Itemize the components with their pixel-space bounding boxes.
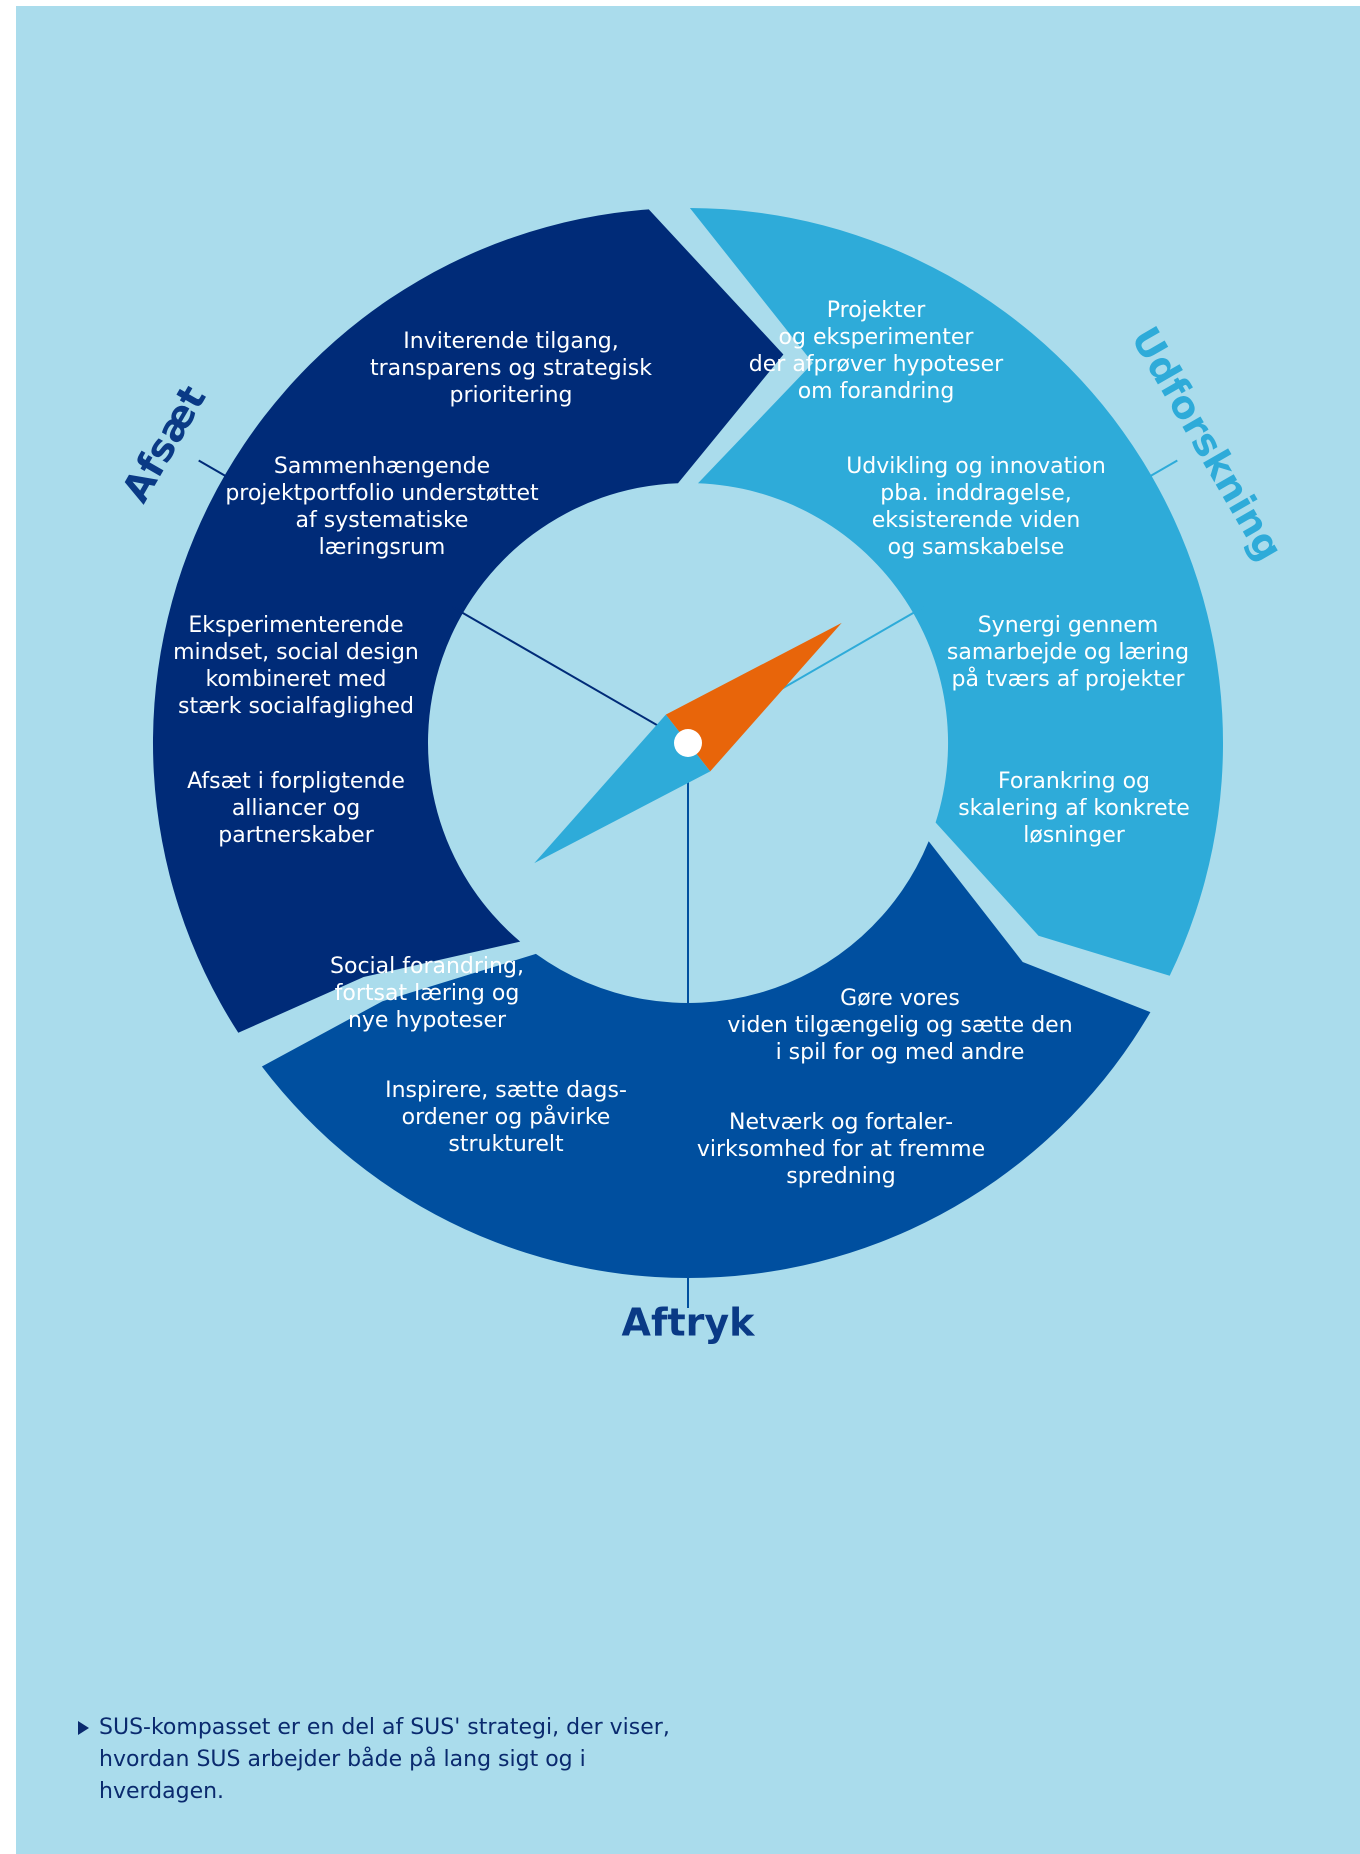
udforskning-segment	[689, 208, 1224, 976]
afsaet-item-1: Inviterende tilgang,transparens og strat…	[370, 329, 652, 408]
tick-afsaet	[198, 459, 227, 478]
aftryk-item-4: Netværk og fortaler-virksomhed for at fr…	[697, 1110, 985, 1189]
section-label-aftryk: Aftryk	[622, 1301, 756, 1345]
compass-needle-pivot	[674, 729, 702, 757]
afsaet-segment	[152, 209, 784, 1033]
spoke-line-afsaet	[451, 606, 689, 744]
aftryk-segment	[261, 841, 1151, 1278]
caption-text: SUS-kompasset er en del af SUS' strategi…	[99, 1715, 670, 1804]
caption-arrow-icon	[78, 1721, 89, 1735]
section-label-afsaet: Afsæt	[113, 378, 214, 510]
tick-udforskning	[1149, 459, 1178, 478]
compass-needle-south	[534, 714, 711, 864]
aftryk-item-3: Inspirere, sætte dags-ordener og påvirke…	[385, 1078, 627, 1157]
caption: SUS-kompasset er en del af SUS' strategi…	[78, 1712, 698, 1808]
compass-needle-north	[665, 622, 842, 772]
